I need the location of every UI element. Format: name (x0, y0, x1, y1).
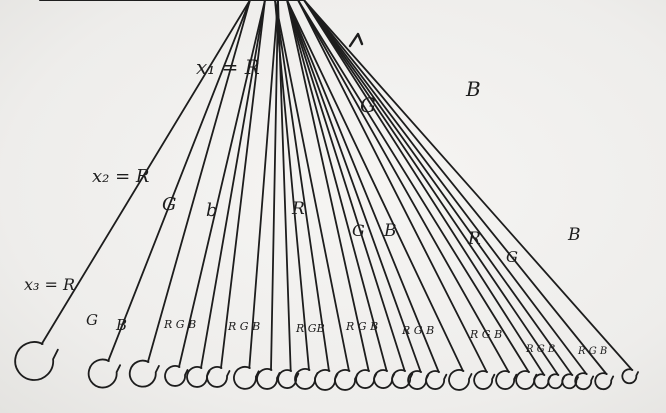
leaf-node-15 (391, 369, 414, 389)
edge-a3-leaf-8 (270, 0, 279, 371)
root-edge-b-label: B (465, 77, 481, 101)
edge-c2-leaf-24 (303, 0, 573, 376)
leaf-group-label-5: R G B (401, 324, 434, 337)
leaf-node-4 (164, 365, 189, 387)
edge-b2-leaf-15 (286, 0, 406, 372)
leaf-node-12 (334, 369, 359, 391)
l2-edge-g-label: G (86, 311, 98, 329)
edge-b2-leaf-13 (286, 0, 370, 372)
g-edge-r-label: R (291, 199, 305, 219)
edge-a3-leaf-7 (248, 0, 279, 369)
edge-b1-leaf-12 (274, 0, 350, 372)
l2-edge-r-label: x₃ = R (24, 275, 75, 294)
edge-c2-leaf-22 (303, 0, 545, 376)
tree-nodes (14, 32, 639, 391)
l2-edge-b-label: B (115, 316, 127, 334)
leaf-node-19 (473, 370, 496, 390)
leaf-node-27 (621, 368, 639, 385)
leaf-node-10 (294, 368, 319, 390)
edge-c1-leaf-21 (297, 0, 530, 373)
edge-b3-leaf-16 (286, 0, 422, 373)
g-edge-b-label: B (383, 221, 397, 241)
leaf-group-label-3: R GB (295, 322, 325, 335)
leaf-node-11 (314, 369, 339, 391)
leaf-node-13 (355, 369, 378, 389)
leaf-node-3 (128, 359, 160, 388)
edge-a1-leaf-3 (146, 0, 251, 363)
edge-b3-leaf-18 (286, 0, 464, 372)
root-edge-g-label: G (360, 93, 376, 117)
b-edge-b-label: B (567, 225, 581, 245)
root-marker (348, 32, 364, 48)
g-edge-g-label: G (352, 221, 365, 240)
leaf-node-18 (448, 369, 473, 391)
edge-a1-leaf-2 (107, 0, 251, 362)
edge-c3-leaf-27 (303, 0, 633, 371)
leaf-group-label-8: R G B (577, 346, 607, 357)
edge-a2-leaf-4 (178, 0, 266, 368)
edge-b1-leaf-11 (274, 0, 330, 372)
leaf-group-label-4: R G B (345, 320, 378, 333)
leaf-node-1 (14, 341, 59, 381)
l1-edge-r-label: x₂ = R (92, 166, 149, 187)
edge-c3-leaf-26 (303, 0, 608, 375)
edge-b3-leaf-17 (286, 0, 440, 373)
leaf-node-6 (206, 366, 231, 388)
leaf-group-label-6: R G B (469, 328, 502, 341)
leaf-node-2 (87, 358, 121, 389)
leaf-group-label-7: R G B (525, 344, 555, 355)
leaf-node-17 (425, 370, 448, 390)
edge-a2-leaf-6 (220, 0, 266, 369)
l1-edge-g-label: G (162, 194, 176, 215)
l1-edge-b-label: b (206, 200, 218, 221)
leaf-node-16 (407, 370, 430, 390)
root-edge-r-label: x₁ = R (196, 55, 260, 79)
leaf-node-25 (574, 372, 595, 391)
leaf-node-7 (233, 365, 260, 390)
edge-b1-leaf-10 (274, 0, 310, 371)
leaf-group-label-1: R G B (163, 318, 196, 331)
edge-b2-leaf-14 (286, 0, 388, 372)
edge-a2-leaf-5 (200, 0, 266, 369)
edge-c1-leaf-19 (297, 0, 488, 373)
edge-c2-leaf-23 (303, 0, 559, 376)
edge-a1-leaf-1 (40, 0, 251, 345)
edge-c1-leaf-20 (297, 0, 510, 373)
b-edge-g-label: G (506, 248, 518, 266)
leaf-node-5 (186, 366, 211, 388)
leaf-node-26 (594, 372, 615, 391)
leaf-node-8 (256, 368, 281, 390)
tree-edges (39, 0, 633, 376)
leaf-node-21 (515, 370, 538, 390)
leaf-node-20 (495, 370, 518, 390)
leaf-group-label-2: R G B (227, 320, 260, 333)
edge-c3-leaf-25 (303, 0, 588, 375)
leaf-node-14 (373, 369, 396, 389)
b-edge-r-label: R (467, 229, 481, 249)
tree-labels: x₁ = R G B x₂ = R G b R G B R G B x₃ = R… (24, 55, 607, 357)
